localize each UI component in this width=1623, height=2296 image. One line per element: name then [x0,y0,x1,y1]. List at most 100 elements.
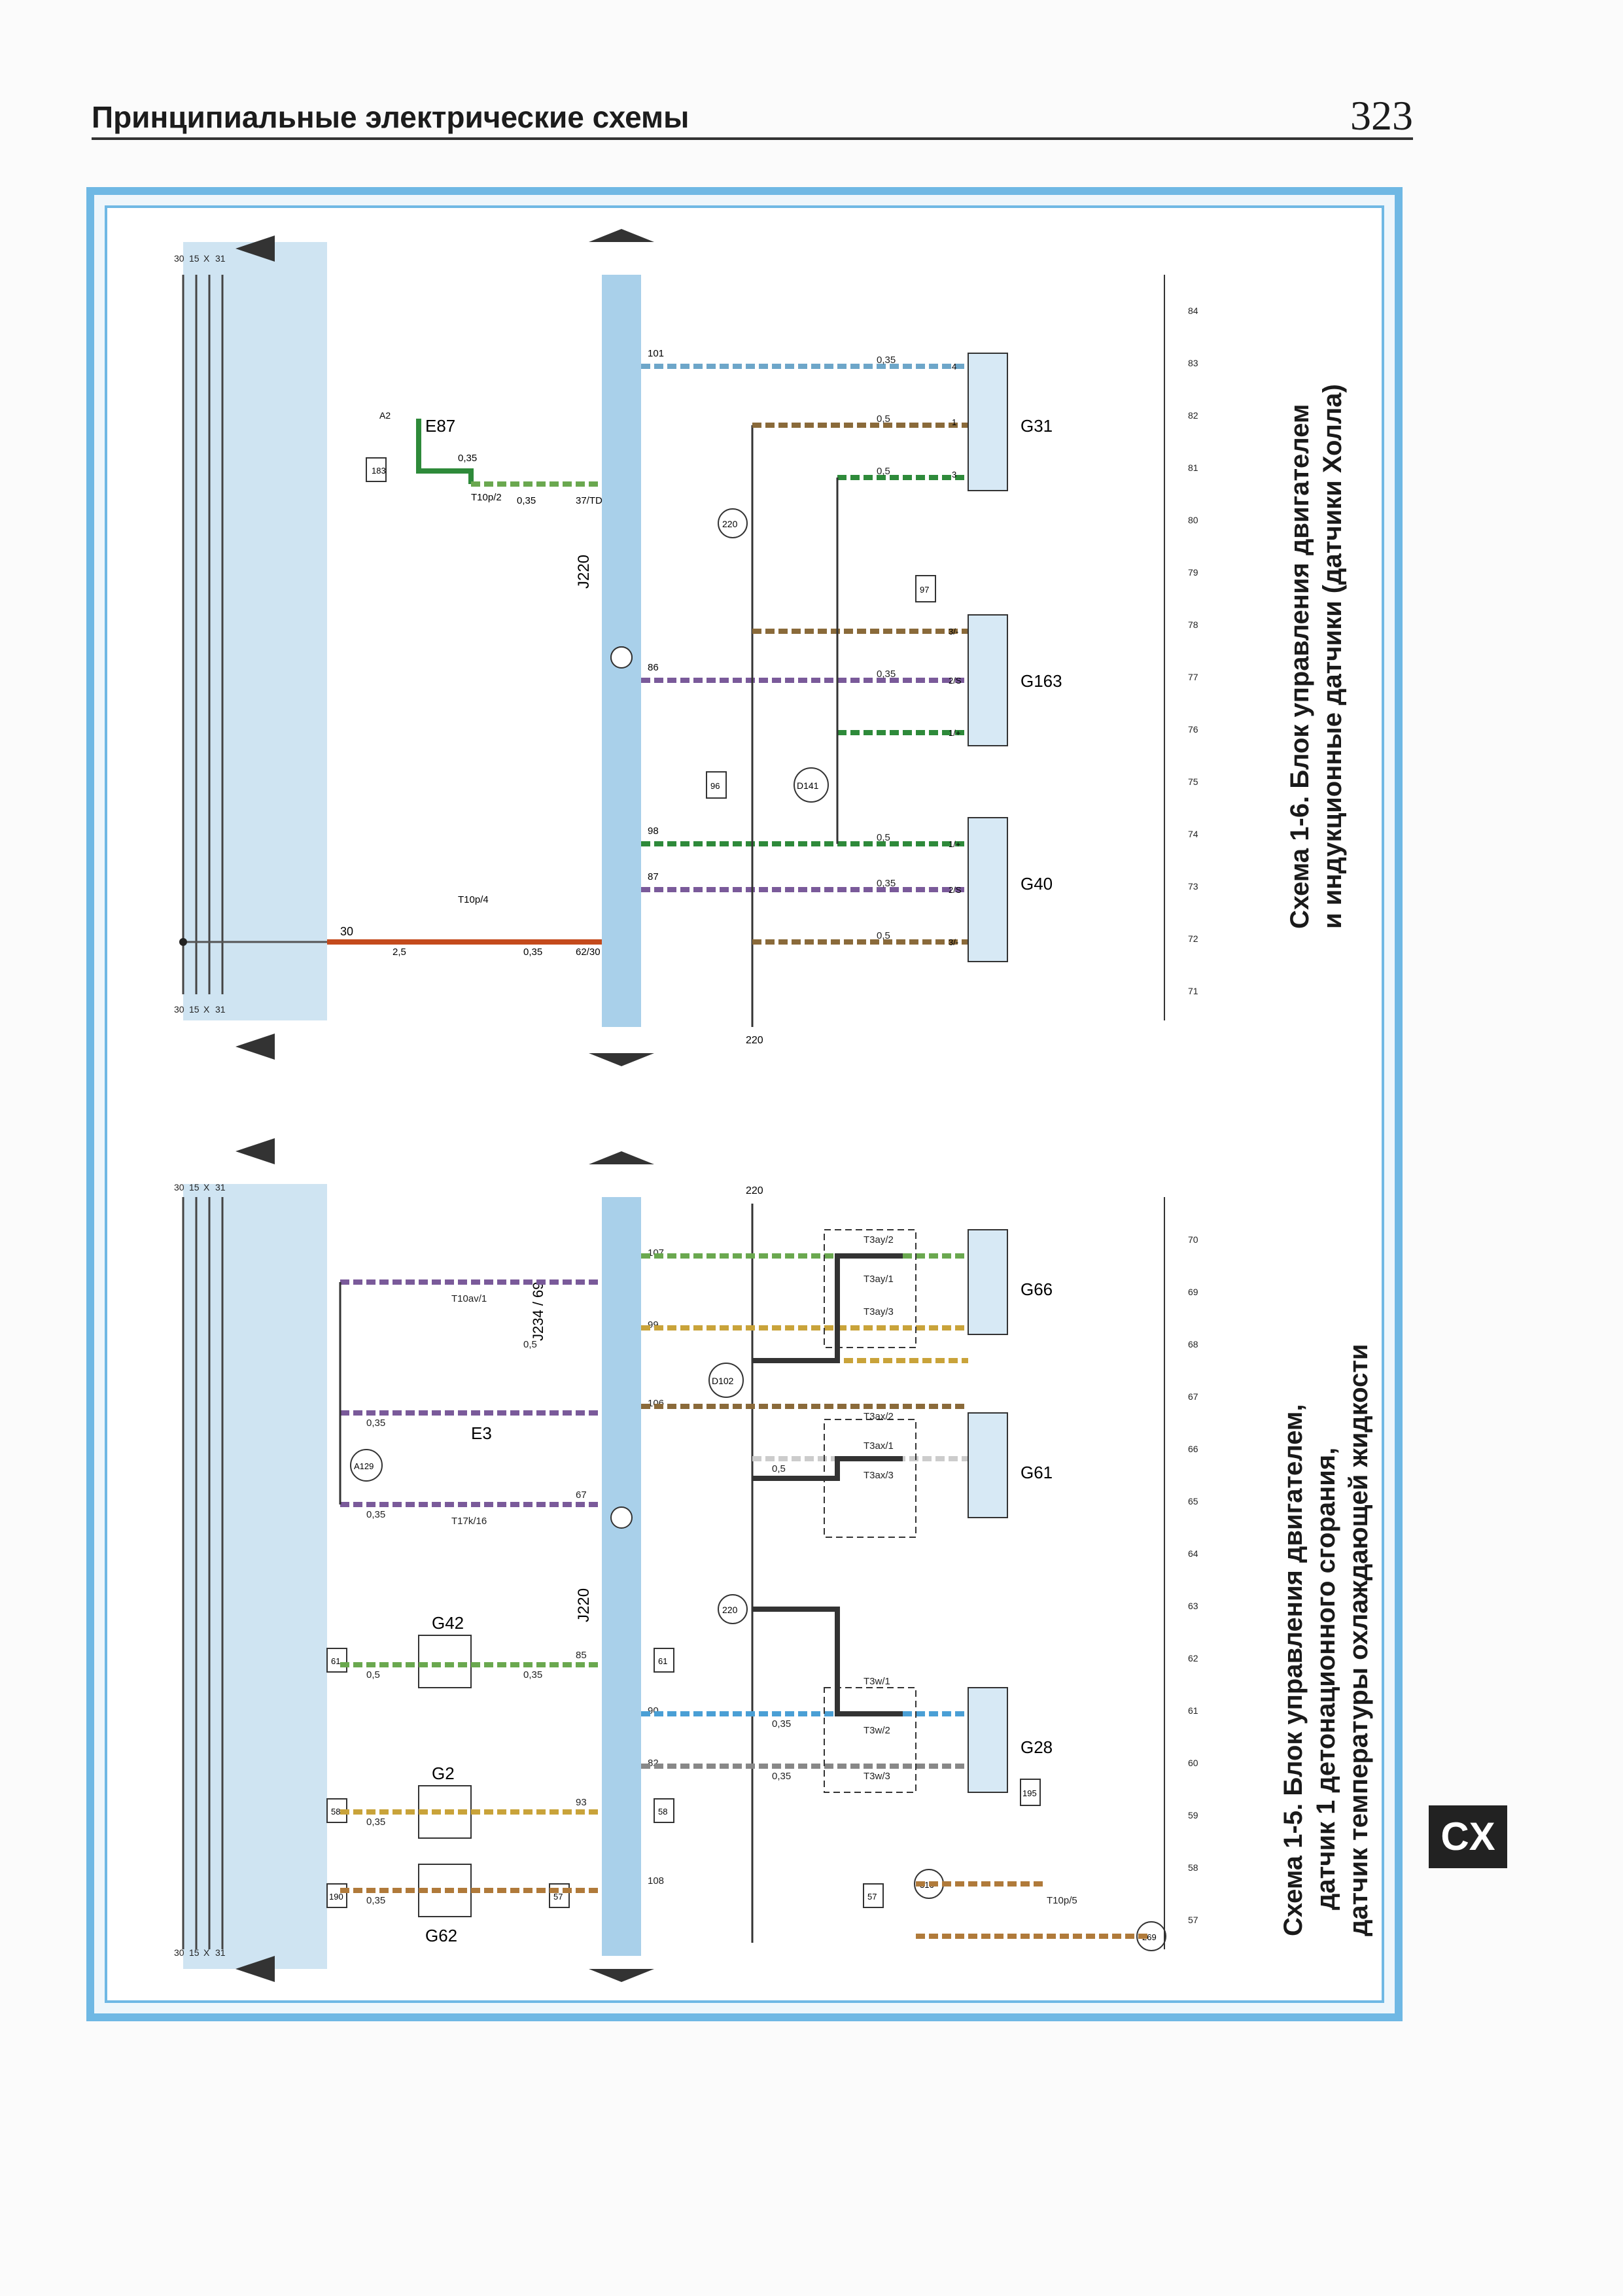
svg-text:65: 65 [1188,1496,1198,1506]
svg-text:66: 66 [1188,1444,1198,1454]
scheme-1-6: 30 15 X 31 30 15 X 31 30 J220 E87 183 A2 [174,229,1347,1066]
svg-text:98: 98 [648,826,659,837]
svg-text:датчик температуры охлаждающей: датчик температуры охлаждающей жидкости [1344,1344,1373,1936]
caption-1-5: Схема 1-5. Блок управления двигателем, д… [1279,1344,1373,1936]
svg-text:датчик 1 детонационного сгоран: датчик 1 детонационного сгорания, [1312,1448,1340,1910]
g31-label: G31 [1021,416,1053,436]
svg-text:T10p/2: T10p/2 [471,492,502,503]
svg-text:1/+: 1/+ [949,728,960,738]
g66-sensor: G66 [968,1229,1053,1335]
ref-circle-220 [718,508,748,538]
svg-text:59: 59 [1188,1810,1198,1820]
caption-1-6: Схема 1-6. Блок управления двигателем и … [1285,384,1347,929]
svg-text:108: 108 [648,1875,664,1887]
svg-text:31: 31 [215,253,226,264]
ecu-arrow-bottom-1-6 [589,1053,654,1066]
svg-text:T10p/5: T10p/5 [1047,1895,1077,1906]
e3-label: E3 [471,1423,492,1443]
svg-text:81: 81 [1188,462,1198,473]
svg-text:D141: D141 [797,780,819,791]
svg-text:3/-: 3/- [949,937,958,947]
ecu-band-1-5 [602,1197,641,1956]
svg-text:D102: D102 [712,1376,734,1386]
svg-text:0,35: 0,35 [523,1669,542,1680]
bus-lines-1-6 [182,275,224,994]
svg-text:Схема 1-5. Блок управления дви: Схема 1-5. Блок управления двигателем, [1279,1404,1308,1936]
svg-text:30: 30 [174,253,184,264]
svg-text:T3ay/2: T3ay/2 [864,1234,894,1245]
svg-text:0,35: 0,35 [772,1718,791,1730]
svg-text:15: 15 [189,1004,200,1015]
bus-labels-bottom-1-6: 30 15 X 31 [174,1004,226,1015]
ecu-ground-symbol-1-5 [610,1506,633,1529]
g28-label: G28 [1021,1737,1053,1757]
boxed-ref-183 [366,457,387,482]
svg-text:76: 76 [1188,724,1198,735]
bus-arrow-top-1-5 [236,1138,275,1164]
ref-circle-d102 [708,1363,744,1398]
wire-size-labels-1-6: 0,35 0,5 0,5 0,35 0,5 0,35 0,5 [877,355,896,941]
svg-text:79: 79 [1188,567,1198,578]
ecu-ground-symbol [610,646,633,669]
svg-text:T3w/1: T3w/1 [864,1676,890,1687]
svg-text:63: 63 [1188,1601,1198,1611]
svg-text:A2: A2 [379,410,391,421]
ecu-arrow-top-1-5 [589,1151,654,1164]
svg-text:67: 67 [1188,1391,1198,1402]
svg-text:58: 58 [1188,1862,1198,1873]
svg-text:0,5: 0,5 [877,466,890,477]
ecu-arrow-bottom-1-5 [589,1969,654,1982]
connector-labels-downstream: T3w/1 T3w/2 T3w/3 T3ax/1 T3ax/2 T3ax/3 T… [864,1234,1077,1906]
connector-labels-upstream: T17k/16 T10av/1 [451,1293,487,1527]
svg-text:97: 97 [920,585,929,595]
wire-size-labels-1-5: 0,35 0,35 0,5 0,35 0,35 0,35 0,5 0,35 0,… [366,1339,791,1906]
output-wires-1-5 [641,1253,1151,1939]
svg-text:15: 15 [189,1182,200,1192]
svg-text:T10av/1: T10av/1 [451,1293,487,1304]
ecu-label-1-6: J220 [575,555,593,589]
svg-text:73: 73 [1188,881,1198,892]
header-rule [92,137,1413,140]
svg-text:31: 31 [215,1182,226,1192]
svg-text:190: 190 [329,1892,343,1902]
svg-text:62/30: 62/30 [576,947,601,958]
svg-text:0,5: 0,5 [877,413,890,425]
svg-text:2,5: 2,5 [393,947,406,958]
svg-text:T3ay/3: T3ay/3 [864,1306,894,1317]
shield-outlines [824,1229,916,1793]
svg-text:0,35: 0,35 [517,495,536,506]
g28-sensor: G28 [968,1687,1053,1793]
g40-label: G40 [1021,874,1053,894]
g31-sensor: G31 1 3 4 [952,353,1053,491]
svg-text:70: 70 [1188,1234,1198,1245]
svg-text:0,35: 0,35 [523,947,542,958]
g2-label: G2 [432,1764,455,1783]
svg-text:1: 1 [952,417,956,427]
svg-text:3/-: 3/- [949,627,958,636]
svg-text:T3ay/1: T3ay/1 [864,1274,894,1285]
svg-text:T3w/2: T3w/2 [864,1725,890,1736]
svg-text:58: 58 [658,1807,667,1817]
g61-label: G61 [1021,1463,1053,1482]
svg-text:0,35: 0,35 [458,453,477,464]
j234-label: J234 / 69 [530,1281,546,1341]
svg-text:85: 85 [576,1650,587,1661]
svg-text:61: 61 [658,1656,667,1666]
svg-text:96: 96 [710,781,720,791]
svg-text:195: 195 [1022,1788,1037,1798]
svg-text:58: 58 [331,1807,340,1817]
section-tab: CX [1429,1805,1507,1868]
ref-circle-220-1-5 [718,1594,748,1624]
supply-band-1-6 [183,242,327,1020]
bus-tap-label: 30 [340,925,353,938]
svg-text:87: 87 [648,871,659,882]
bus-junction [179,938,187,946]
svg-text:X: X [203,253,210,264]
svg-text:61: 61 [331,1656,340,1666]
svg-text:T3w/3: T3w/3 [864,1771,890,1782]
svg-text:82: 82 [1188,410,1198,421]
ref-circle-a129 [350,1449,383,1482]
svg-text:X: X [203,1182,210,1192]
svg-text:80: 80 [1188,515,1198,525]
